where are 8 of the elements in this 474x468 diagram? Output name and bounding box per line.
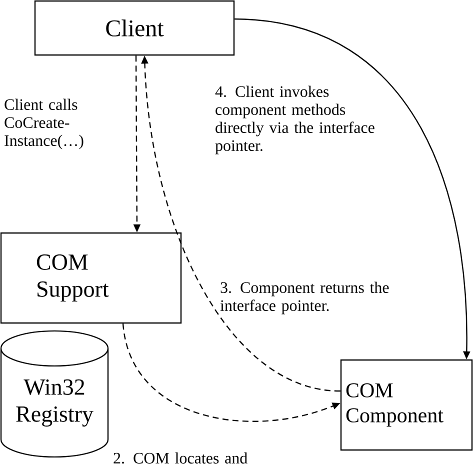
box: COM Component (340, 359, 473, 451)
edge-label: 2. COM locates and (114, 452, 248, 464)
edge-label: 4. Client invokes component methods directly via the interface pointer. (215, 86, 374, 154)
edge-label: Client calls CoCreate-Instance(…) (4, 98, 84, 150)
cylinder: Win32 Registry (0, 330, 109, 458)
box: COM Support (0, 232, 182, 324)
edge-label: 3. Component returns the interface pointer. (220, 282, 389, 314)
box: Client (34, 0, 235, 56)
